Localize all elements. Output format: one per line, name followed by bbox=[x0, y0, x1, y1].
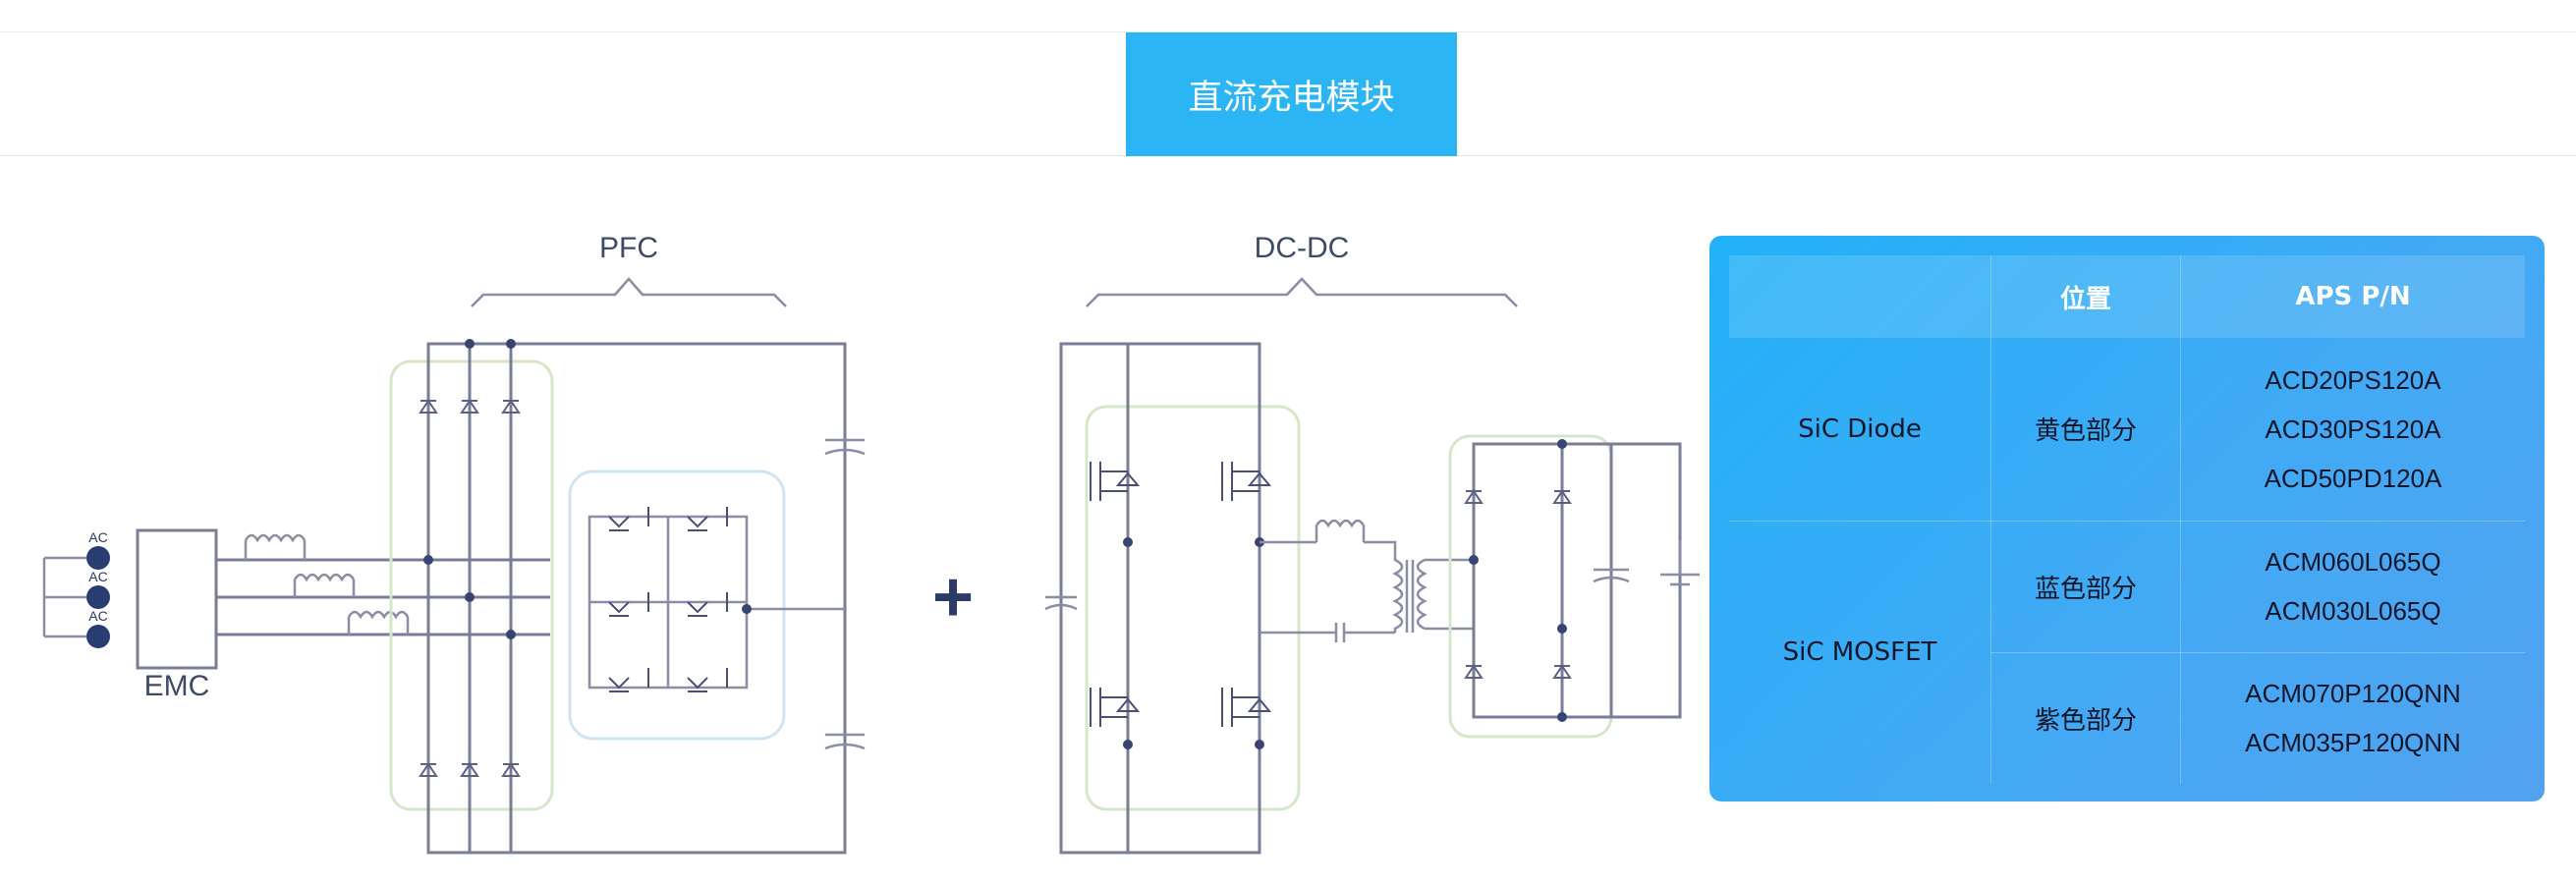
input-capacitor bbox=[1044, 595, 1078, 611]
ac-label-1: AC bbox=[88, 529, 107, 545]
resonant-capacitor bbox=[1260, 623, 1395, 642]
device-sic-diode: SiC Diode bbox=[1729, 338, 1991, 522]
ac-terminal-1 bbox=[86, 546, 110, 570]
spec-table: 位置 APS P/N SiC Diode 黄色部分 ACD20PS120A AC… bbox=[1729, 255, 2525, 784]
inductor-1 bbox=[244, 533, 307, 560]
table-row: SiC MOSFET 蓝色部分 ACM060L065Q ACM030L065Q bbox=[1729, 521, 2525, 784]
circuit-diagram: PFC DC-DC + EMC AC AC AC bbox=[42, 232, 1700, 855]
dcdc-bridge-region bbox=[1085, 405, 1301, 811]
ac-terminal-3 bbox=[86, 625, 110, 648]
position-blue: 蓝色部分 bbox=[1990, 521, 2181, 653]
header-cell-part-number: APS P/N bbox=[2180, 255, 2525, 338]
inductor-3 bbox=[347, 610, 410, 635]
dcdc-label: DC-DC bbox=[1255, 232, 1350, 264]
ac-terminals: AC AC AC bbox=[42, 529, 110, 648]
table-header-row: 位置 APS P/N bbox=[1729, 255, 2525, 338]
pfc-brace bbox=[471, 277, 787, 307]
pfc-switches bbox=[608, 507, 728, 692]
dcdc-bridge bbox=[1059, 342, 1261, 855]
pfc-label: PFC bbox=[599, 232, 658, 264]
pfc-switch-region bbox=[568, 470, 786, 741]
pfc-capacitors bbox=[824, 438, 866, 750]
part-number: ACD30PS120A bbox=[2265, 414, 2441, 444]
output-filter bbox=[1593, 540, 1700, 586]
phase-lines bbox=[216, 558, 550, 636]
spec-table-card: 位置 APS P/N SiC Diode 黄色部分 ACD20PS120A AC… bbox=[1709, 236, 2545, 801]
top-divider bbox=[0, 31, 2576, 32]
dcdc-mosfets bbox=[1090, 462, 1272, 727]
output-rectifier bbox=[1472, 442, 1682, 719]
ac-label-3: AC bbox=[88, 608, 107, 624]
inductor-2 bbox=[293, 573, 356, 597]
part-number: ACM070P120QNN bbox=[2245, 679, 2461, 709]
table-row: 紫色部分 ACM070P120QNN ACM035P120QNN bbox=[1729, 652, 2525, 784]
part-number: ACD20PS120A bbox=[2265, 364, 2441, 395]
position-yellow: 黄色部分 bbox=[1990, 338, 2181, 522]
part-numbers-cell: ACM070P120QNN ACM035P120QNN bbox=[2181, 652, 2526, 784]
pfc-switch-matrix bbox=[588, 515, 845, 690]
table-row: SiC Diode 黄色部分 ACD20PS120A ACD30PS120A A… bbox=[1729, 338, 2525, 522]
part-numbers-cell: ACM060L065Q ACM030L065Q bbox=[2180, 521, 2525, 653]
part-number: ACD50PD120A bbox=[2264, 463, 2442, 493]
plus-sign: + bbox=[932, 558, 974, 636]
part-number: ACM060L065Q bbox=[2265, 547, 2441, 577]
tab-dc-charging-module[interactable]: 直流充电模块 bbox=[1126, 32, 1457, 156]
emc-box bbox=[136, 528, 218, 670]
part-number: ACM035P120QNN bbox=[2245, 728, 2461, 758]
part-numbers-cell: ACD20PS120A ACD30PS120A ACD50PD120A bbox=[2180, 338, 2525, 522]
ac-label-2: AC bbox=[88, 569, 107, 584]
pfc-diodes bbox=[419, 399, 521, 777]
dcdc-brace bbox=[1086, 277, 1518, 307]
ac-terminal-2 bbox=[86, 585, 110, 609]
header-cell-empty bbox=[1729, 255, 1991, 338]
device-sic-mosfet: SiC MOSFET bbox=[1729, 521, 1991, 784]
output-diodes bbox=[1464, 489, 1572, 679]
position-purple: 紫色部分 bbox=[1990, 652, 2181, 784]
header-cell-position: 位置 bbox=[1990, 255, 2181, 338]
transformer bbox=[1364, 540, 1474, 633]
pfc-rectifier-region bbox=[389, 359, 554, 811]
pfc-rectifier bbox=[426, 342, 847, 855]
resonant-inductor bbox=[1260, 519, 1366, 544]
emc-label: EMC bbox=[144, 670, 210, 702]
part-number: ACM030L065Q bbox=[2265, 596, 2441, 626]
